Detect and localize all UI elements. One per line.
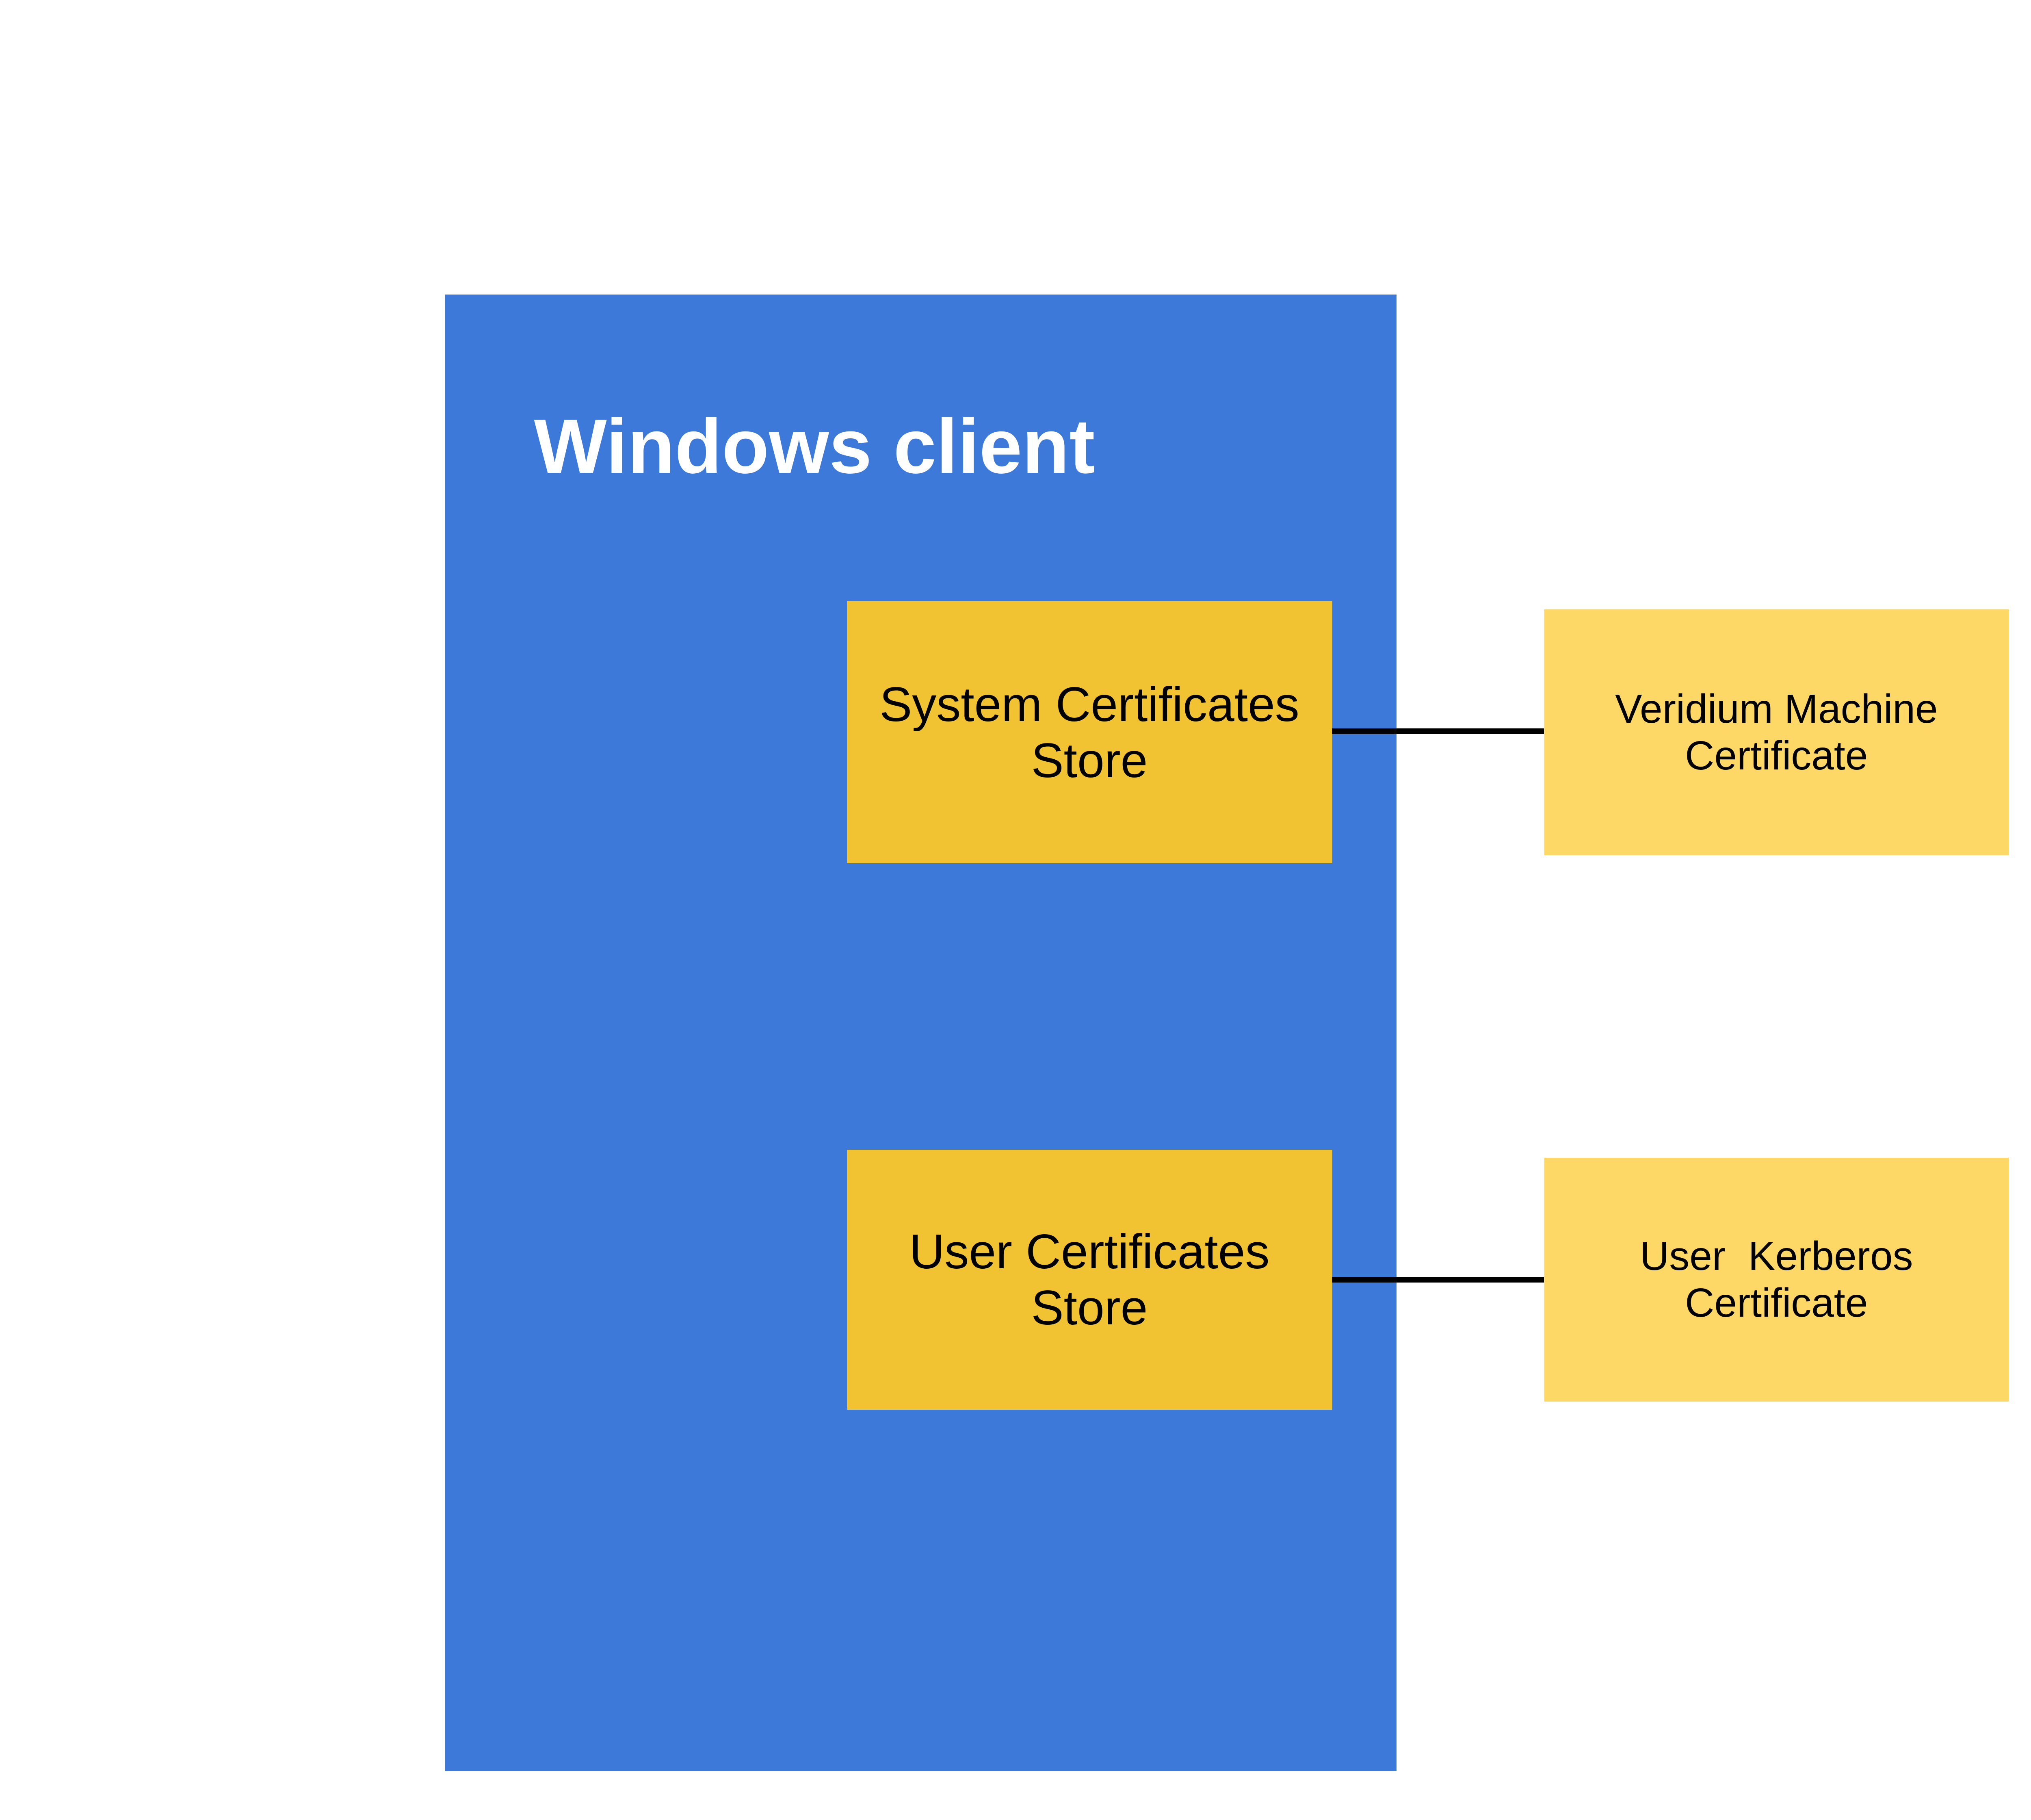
system-certificates-store-label: System Certificates Store: [879, 677, 1299, 788]
windows-client-title: Windows client: [534, 403, 1095, 490]
user-certificates-store: User Certificates Store: [847, 1150, 1332, 1410]
veridium-machine-certificate-label: Veridium Machine Certificate: [1615, 686, 1949, 778]
connector-system-to-machine-cert: [1332, 728, 1544, 734]
system-certificates-store: System Certificates Store: [847, 601, 1332, 863]
user-kerberos-certificate: User Kerberos Certificate: [1544, 1158, 2009, 1402]
user-certificates-store-label: User Certificates Store: [909, 1224, 1270, 1335]
connector-user-to-kerberos-cert: [1332, 1277, 1544, 1283]
windows-client-container: [445, 295, 1397, 1771]
user-kerberos-certificate-label: User Kerberos Certificate: [1640, 1233, 1925, 1326]
veridium-machine-certificate: Veridium Machine Certificate: [1544, 609, 2009, 855]
